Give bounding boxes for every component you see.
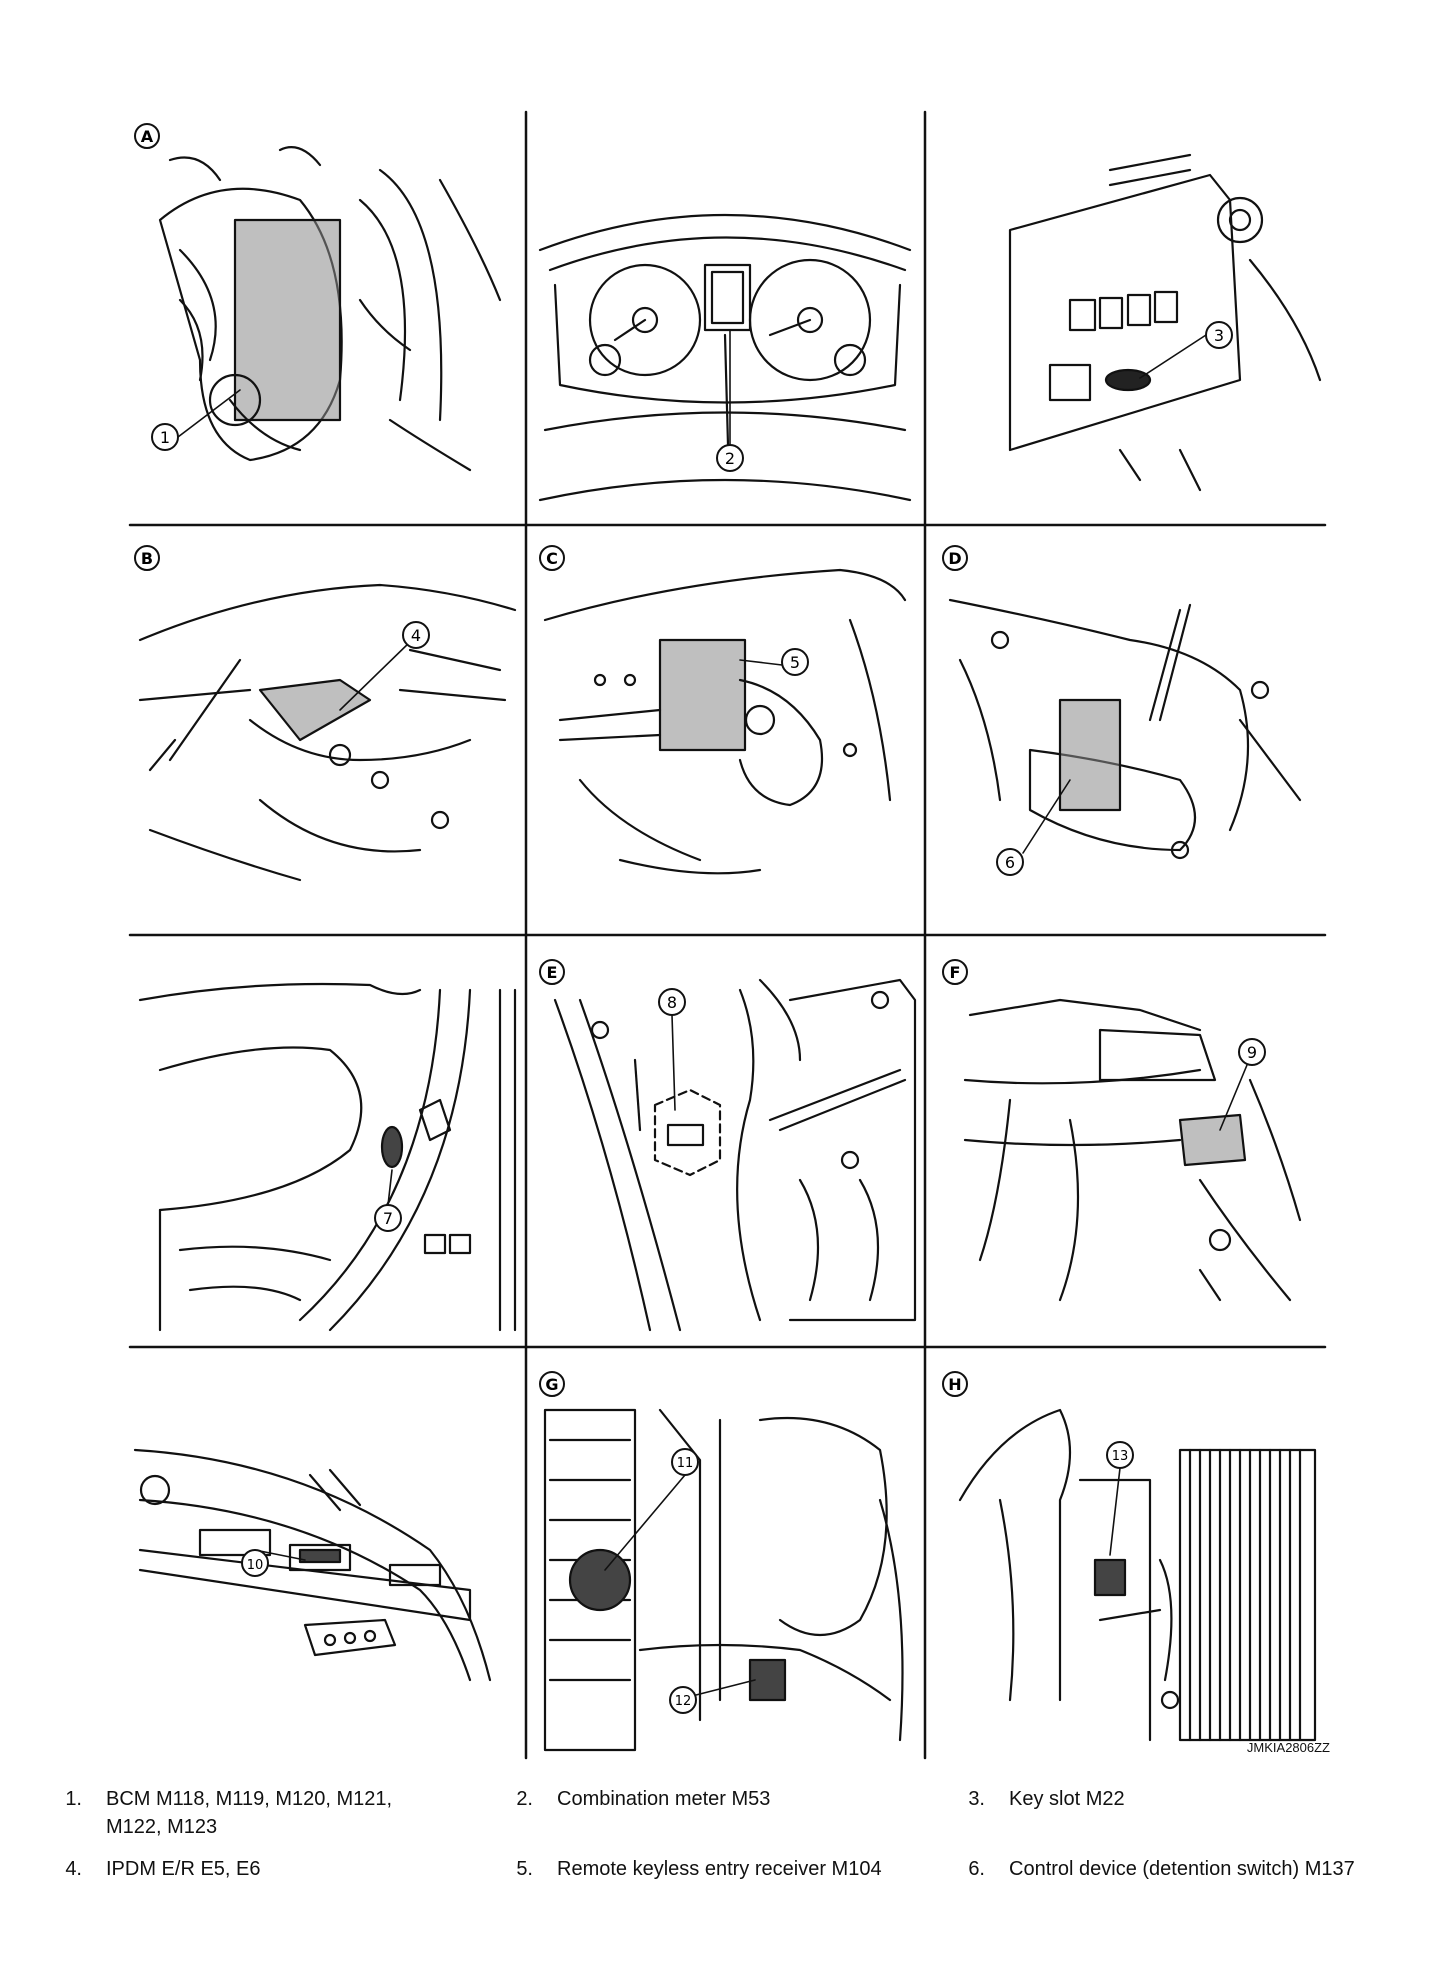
svg-text:5: 5 <box>790 653 800 672</box>
svg-text:F: F <box>950 963 961 982</box>
svg-text:E: E <box>547 963 558 982</box>
callout-5: 5 <box>781 648 809 676</box>
legend-number: 5. <box>516 1858 533 1880</box>
callout-4: 4 <box>402 621 430 649</box>
legend-number: 6. <box>968 1858 985 1880</box>
svg-text:8: 8 <box>667 993 677 1012</box>
callout-9: 9 <box>1238 1038 1266 1066</box>
callout-8: 8 <box>658 988 686 1016</box>
callout-13: 13 <box>1106 1441 1134 1469</box>
legend-number: 3. <box>968 1788 985 1810</box>
callout-1: 1 <box>151 423 179 451</box>
legend-number: 4. <box>65 1858 82 1880</box>
svg-text:H: H <box>948 1375 961 1394</box>
panel-c-drawing <box>543 568 907 875</box>
legend-text: BCM M118, M119, M120, M121, M122, M123 <box>106 1788 393 1838</box>
callout-leaders <box>177 329 1248 1696</box>
svg-text:4: 4 <box>411 626 421 645</box>
panel-f-drawing <box>963 998 1302 1302</box>
callout-numbers: 1 2 3 4 5 6 7 8 9 10 11 12 13 <box>151 321 1266 1714</box>
callout-6: 6 <box>996 848 1024 876</box>
legend-text: IPDM E/R E5, E6 <box>106 1858 261 1880</box>
panel-label-g: G <box>539 1371 565 1397</box>
svg-text:6: 6 <box>1005 853 1015 872</box>
legend-text: Key slot M22 <box>1009 1788 1125 1810</box>
legend-number: 2. <box>516 1788 533 1810</box>
figure-code: JMKIA2806ZZ <box>1246 1740 1330 1755</box>
svg-text:1: 1 <box>160 428 170 447</box>
svg-text:A: A <box>141 127 154 146</box>
callout-11: 11 <box>671 1448 699 1476</box>
svg-text:C: C <box>546 549 558 568</box>
svg-text:G: G <box>545 1375 558 1394</box>
panel-d-drawing <box>948 598 1302 860</box>
callout-7: 7 <box>374 1204 402 1232</box>
callout-3: 3 <box>1205 321 1233 349</box>
panel-label-h: H <box>942 1371 968 1397</box>
panel-label-d: D <box>942 545 968 571</box>
panel-10-drawing <box>133 1448 492 1682</box>
legend-number: 1. <box>65 1788 82 1810</box>
legend-text: Control device (detention switch) M137 <box>1009 1858 1355 1880</box>
svg-text:9: 9 <box>1247 1043 1257 1062</box>
legend-text: Combination meter M53 <box>557 1788 771 1810</box>
panel-b-drawing <box>138 583 517 882</box>
svg-text:3: 3 <box>1214 326 1224 345</box>
svg-text:2: 2 <box>725 449 735 468</box>
callout-12: 12 <box>669 1686 697 1714</box>
panel-labels: A B C D E F G H <box>134 123 968 1397</box>
panel-label-b: B <box>134 545 160 571</box>
svg-text:10: 10 <box>247 1558 264 1573</box>
panel-h-drawing <box>958 1408 1317 1742</box>
panel-a-drawing <box>158 146 502 472</box>
svg-text:D: D <box>948 549 961 568</box>
panel-7-drawing <box>138 982 517 1332</box>
panel-g-drawing <box>543 1408 904 1752</box>
svg-text:12: 12 <box>675 1694 692 1709</box>
svg-text:11: 11 <box>677 1456 694 1471</box>
svg-text:13: 13 <box>1112 1449 1129 1464</box>
callout-2: 2 <box>716 444 744 472</box>
svg-text:7: 7 <box>383 1209 393 1228</box>
panel-label-f: F <box>942 959 968 985</box>
component-location-figure: A B C D E F G H 1 2 3 4 5 6 7 8 9 10 11 … <box>128 110 1327 1760</box>
callout-10: 10 <box>241 1549 269 1577</box>
panel-label-a: A <box>134 123 160 149</box>
panel-2-drawing <box>538 213 912 502</box>
panel-label-e: E <box>539 959 565 985</box>
svg-text:B: B <box>141 549 153 568</box>
panel-3-drawing <box>1008 153 1322 492</box>
panel-label-c: C <box>539 545 565 571</box>
legend-text: Remote keyless entry receiver M104 <box>557 1858 882 1880</box>
panel-e-drawing <box>553 978 917 1332</box>
